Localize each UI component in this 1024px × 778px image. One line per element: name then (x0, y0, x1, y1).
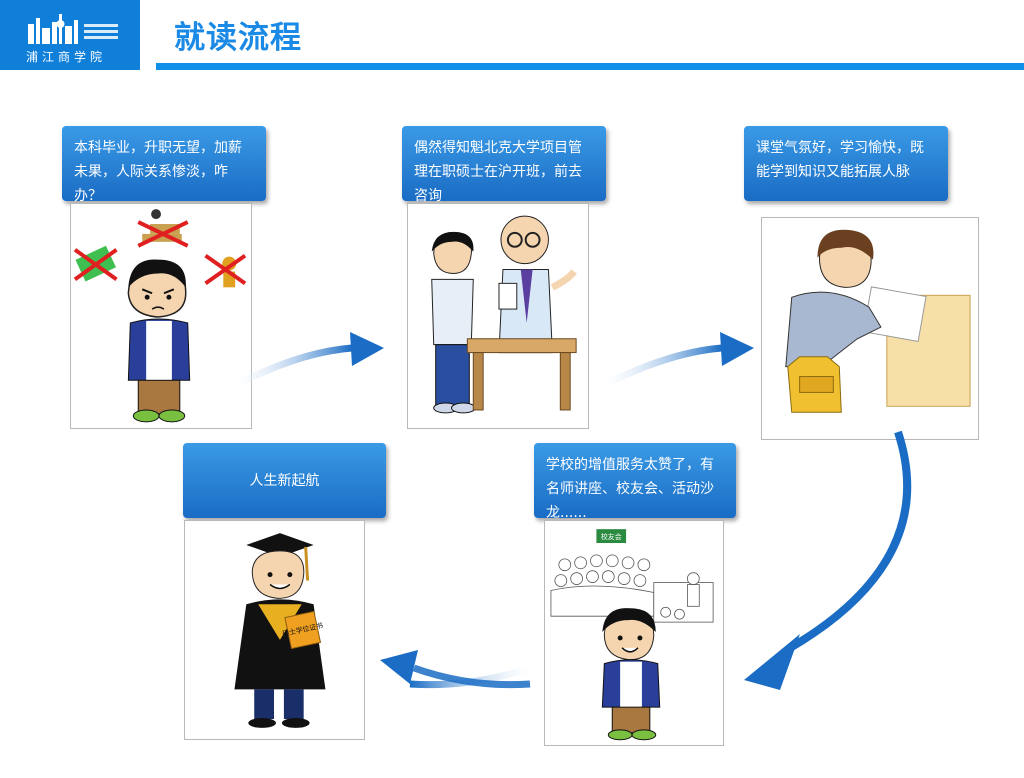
step-3-illustration (761, 217, 979, 440)
arrow-step4-to-step5 (380, 650, 532, 689)
no-money-icon (73, 245, 118, 282)
step-2-callout: 偶然得知魁北克大学项目管理在职硕士在沪开班，前去咨询 (402, 126, 606, 204)
worried-man (127, 259, 191, 423)
student (431, 231, 476, 414)
step-1-callout: 本科毕业，升职无望，加薪未果，人际关系惨淡，咋办？ (62, 126, 266, 204)
skyline-icon (28, 14, 118, 44)
graduate: 硕士学位证书 (234, 533, 326, 728)
studying-student (785, 229, 971, 413)
step-2-illustration (407, 203, 589, 429)
step-4-illustration: 校友会 (544, 520, 724, 746)
step-1-illustration (70, 203, 252, 429)
banner-label: 校友会 (601, 532, 622, 541)
arrow-step1-to-step2 (234, 332, 384, 389)
step-4-callout: 学校的增值服务太赞了，有名师讲座、校友会、活动沙龙...... (534, 443, 736, 521)
logo-script: 浦江商学院 (26, 50, 107, 64)
title-underline (156, 63, 1024, 70)
happy-student (601, 608, 661, 741)
step-3-callout: 课堂气氛好，学习愉快，既能学到知识又能拓展人脉 (744, 126, 948, 201)
page-title: 就读流程 (174, 20, 302, 56)
no-friends-icon (204, 254, 247, 288)
advisor (498, 215, 577, 354)
step-5-callout: 人生新起航 (183, 443, 386, 518)
no-promotion-icon (137, 209, 189, 248)
step-5-illustration: 硕士学位证书 (184, 520, 365, 740)
desk (466, 338, 577, 411)
school-logo: 浦江商学院 (0, 0, 140, 70)
arrow-step2-to-step3 (602, 332, 754, 389)
arrow-step3-to-step4 (744, 430, 912, 690)
